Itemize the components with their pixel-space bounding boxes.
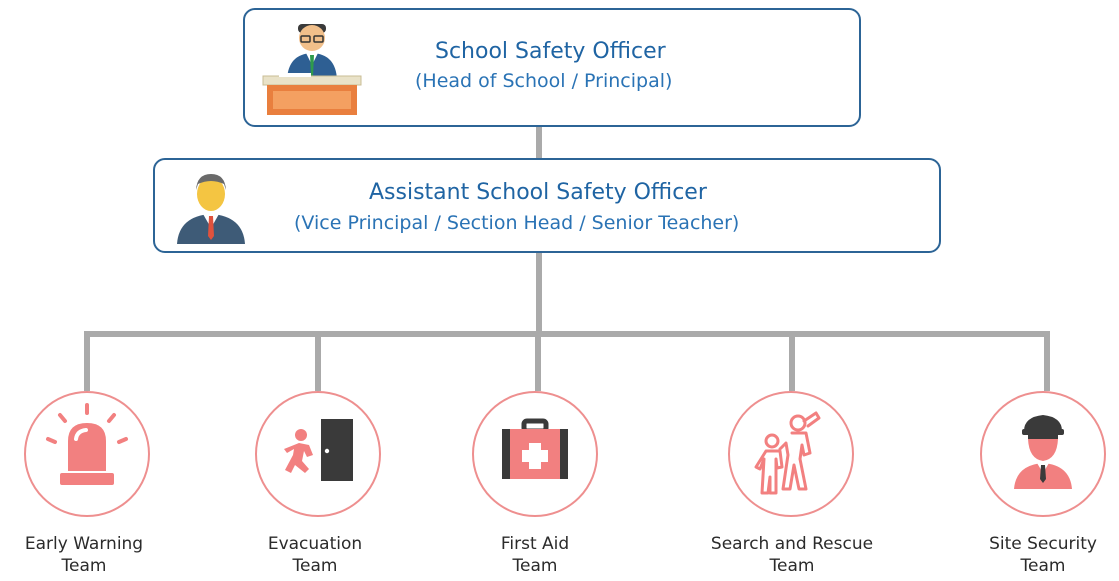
team-label-line2: Team [61,556,107,576]
connector-team-4 [789,331,795,391]
site-security-team-circle [980,391,1106,517]
security-guard-icon [1014,415,1072,489]
team-label-line2: Team [512,556,558,576]
school-safety-officer-box: School Safety Officer (Head of School / … [243,8,861,127]
site-security-team-label: Site Security Team [943,533,1119,577]
early-warning-team-label: Early Warning Team [0,533,184,577]
rescue-icon [754,411,821,495]
officer-title: School Safety Officer [435,39,666,64]
team-label-line1: Site Security [989,534,1097,554]
connector-officer-to-assistant [536,125,542,160]
assistant-title: Assistant School Safety Officer [369,180,707,205]
evacuation-team-circle [255,391,381,517]
team-label-line1: Early Warning [24,534,144,554]
first-aid-team-label: First Aid Team [435,533,635,577]
search-and-rescue-team-label: Search and Rescue Team [692,533,892,577]
connector-horizontal-bus [84,331,1050,337]
search-and-rescue-team-circle [728,391,854,517]
first-aid-team-circle [472,391,598,517]
assistant-officer-box: Assistant School Safety Officer (Vice Pr… [153,158,941,253]
connector-team-3 [535,331,541,391]
team-label-line2: Team [769,556,815,576]
connector-team-5 [1044,331,1050,391]
siren-icon [46,403,128,485]
team-label-line1: Evacuation [267,534,363,554]
evacuation-team-label: Evacuation Team [215,533,415,577]
connector-team-1 [84,331,90,391]
team-label-line1: Search and Rescue [710,534,874,554]
assistant-subtitle: (Vice Principal / Section Head / Senior … [294,212,740,234]
first-aid-kit-icon [502,418,568,479]
connector-assistant-to-bus [536,252,542,334]
officer-subtitle: (Head of School / Principal) [415,70,673,92]
principal-at-desk-icon [262,24,362,115]
connector-team-2 [315,331,321,391]
exit-door-icon [284,419,353,481]
person-icon [177,174,245,244]
team-label-line2: Team [1020,556,1066,576]
early-warning-team-circle [24,391,150,517]
team-label-line1: First Aid [500,534,570,554]
team-label-line2: Team [292,556,338,576]
